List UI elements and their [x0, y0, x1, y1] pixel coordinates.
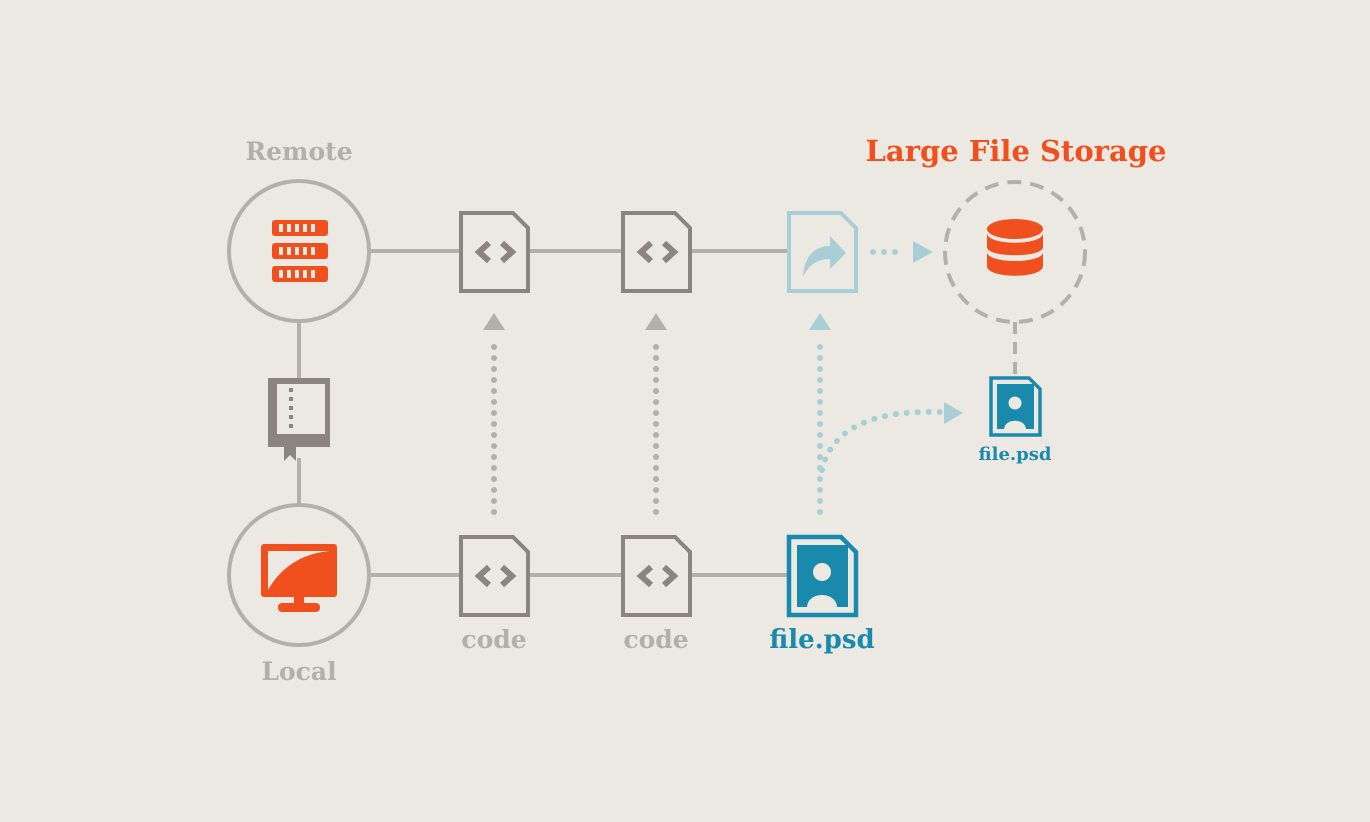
commit-label-1: code [461, 625, 527, 654]
remote-code-file-1 [459, 211, 530, 293]
pointer-to-storage-arrow [870, 241, 933, 263]
large-file-storage-label: Large File Storage [865, 134, 1167, 168]
monitor-icon [261, 544, 337, 612]
server-icon [272, 220, 328, 282]
remote-label: Remote [245, 137, 353, 166]
stored-file-label: file.psd [978, 444, 1052, 465]
remote-node [227, 179, 371, 323]
pointer-file-icon [787, 211, 858, 293]
commit-label-2: code [623, 625, 689, 654]
local-label: Local [261, 657, 337, 686]
large-file-storage-node [943, 180, 1087, 375]
push-arrow-1 [483, 313, 505, 515]
connector-lines [297, 249, 789, 577]
stored-image-file-icon [989, 376, 1042, 437]
remote-code-file-2 [621, 211, 692, 293]
commit-label-3: file.psd [769, 625, 875, 655]
image-file-icon [786, 534, 859, 618]
local-code-file-1 [459, 535, 530, 617]
push-arrow-2 [645, 313, 667, 515]
upload-arrow-psd [819, 402, 963, 473]
repository-book-icon [268, 378, 330, 461]
local-code-file-2 [621, 535, 692, 617]
local-node [227, 503, 371, 647]
database-icon [987, 219, 1043, 276]
push-arrow-pointer [809, 313, 831, 515]
